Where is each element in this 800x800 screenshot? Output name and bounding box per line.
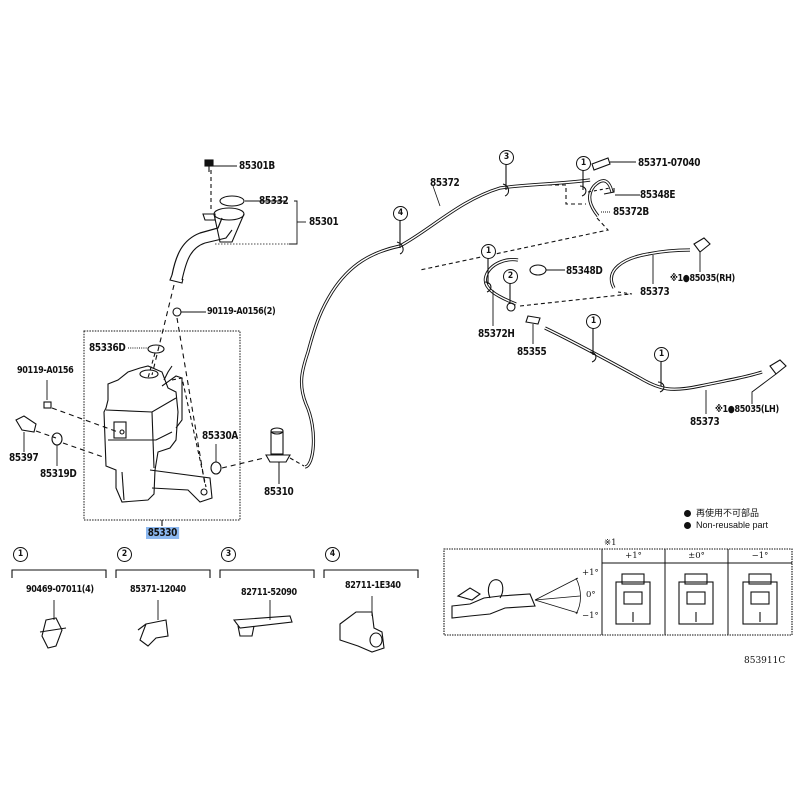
bolt-drawing [204, 159, 214, 172]
clip-1-drawing [39, 617, 67, 649]
part-label-85373-rh[interactable]: 85373 [640, 286, 670, 298]
hose-85372-drawing [299, 178, 591, 469]
table-col-plus1: +1° [625, 551, 642, 561]
clip-3-drawing [232, 615, 293, 637]
bullet-icon [684, 510, 691, 518]
part-label-85332[interactable]: 85332 [259, 195, 289, 207]
clip-part-label-3[interactable]: 82711-52090 [241, 587, 297, 598]
part-label-85371-07040[interactable]: 85371-07040 [638, 157, 701, 169]
legend-en-text: Non-reusable part [696, 520, 769, 530]
figure-code: 853911C [744, 656, 786, 666]
cap-drawing [219, 195, 245, 207]
filler-neck-drawing [169, 207, 245, 284]
bullet-icon [684, 522, 691, 530]
legend-jp-text: 再使用不可部品 [696, 508, 760, 518]
part-label-85348D[interactable]: 85348D [566, 265, 603, 277]
callout-1: 1 [481, 244, 496, 259]
callout-3: 3 [499, 150, 514, 165]
hose-85373-rh-drawing [609, 248, 691, 289]
part-label-85372[interactable]: 85372 [430, 177, 460, 189]
reservoir-drawing [103, 365, 213, 503]
angle-label-zero: 0° [586, 590, 596, 600]
part-label-85301[interactable]: 85301 [309, 216, 339, 228]
callout-4: 4 [393, 206, 408, 221]
table-note-mark: ※1 [604, 538, 617, 548]
table-col-zero: ±0° [688, 551, 705, 561]
legend-en: Non-reusable part [684, 520, 768, 530]
grommet-drawing [51, 432, 63, 466]
hose-85373-lh-drawing [544, 326, 763, 391]
part-label-90119-A0156-2[interactable]: 90119-A0156(2) [207, 306, 276, 317]
bolt-left-drawing [43, 380, 52, 409]
adjustment-table [443, 548, 793, 636]
part-label-85035-lh[interactable]: ※1●85035(LH) [715, 404, 779, 415]
bolt-2-drawing [172, 307, 206, 317]
legend-jp: 再使用不可部品 [684, 506, 759, 519]
callout-1: 1 [586, 314, 601, 329]
clip-group-callout-1: 1 [13, 547, 28, 562]
part-label-85373-lh[interactable]: 85373 [690, 416, 720, 428]
part-label-85372B[interactable]: 85372B [613, 206, 649, 218]
reservoir-kit-box [83, 330, 241, 521]
grommet-a-drawing [210, 444, 222, 475]
angle-label-plus1: +1° [582, 568, 599, 578]
hose-85372H-drawing [483, 258, 519, 306]
angle-label-minus1: −1° [582, 611, 599, 621]
part-label-85397[interactable]: 85397 [9, 452, 39, 464]
clip-2-drawing [137, 619, 169, 647]
clip-part-label-1[interactable]: 90469-07011(4) [26, 584, 94, 595]
part-label-85310[interactable]: 85310 [264, 486, 294, 498]
part-label-85330[interactable]: 85330 [146, 527, 179, 539]
clip-group-callout-4: 4 [325, 547, 340, 562]
hose-85372B-drawing [588, 179, 614, 217]
part-label-90119-A0156[interactable]: 90119-A0156 [17, 365, 74, 376]
part-label-85348E[interactable]: 85348E [640, 189, 676, 201]
part-label-85336D[interactable]: 85336D [89, 342, 126, 354]
part-label-85330A[interactable]: 85330A [202, 430, 238, 442]
callout-2: 2 [503, 269, 518, 284]
part-label-85035-rh[interactable]: ※1●85035(RH) [670, 273, 735, 284]
table-col-minus1: −1° [751, 551, 769, 561]
clip-4-drawing [339, 611, 385, 653]
callout-1: 1 [576, 156, 591, 171]
part-label-85319D[interactable]: 85319D [40, 468, 77, 480]
clip-part-label-2[interactable]: 85371-12040 [130, 584, 186, 595]
part-label-85372H[interactable]: 85372H [478, 328, 515, 340]
clip-group-callout-3: 3 [221, 547, 236, 562]
part-label-85355[interactable]: 85355 [517, 346, 547, 358]
clip-part-label-4[interactable]: 82711-1E340 [345, 580, 401, 591]
level-sensor-drawing [15, 415, 37, 452]
clip-groups-brackets [11, 569, 419, 620]
part-label-85301B[interactable]: 85301B [239, 160, 275, 172]
pump-drawing [265, 427, 291, 484]
callout-1: 1 [654, 347, 669, 362]
clip-group-callout-2: 2 [117, 547, 132, 562]
